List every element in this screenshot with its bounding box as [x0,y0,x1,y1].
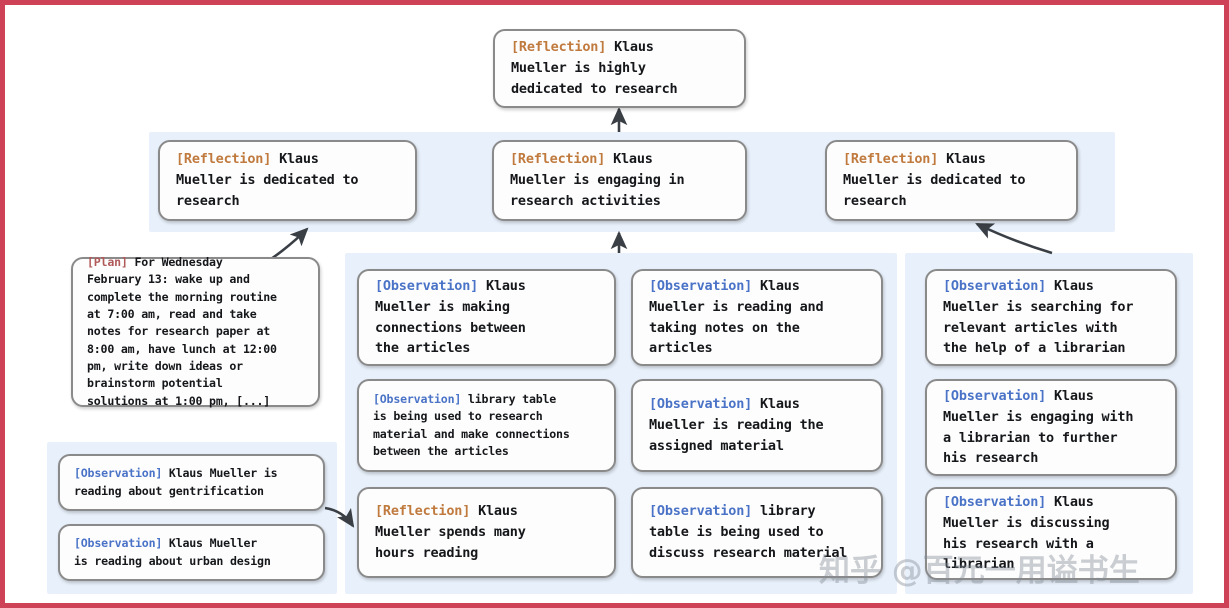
plan-node[interactable]: [Plan] For Wednesday February 13: wake u… [71,255,320,408]
column-1-node-2[interactable]: [Observation] library table is being use… [357,379,616,472]
root-reflection-text: [Reflection] Klaus Mueller is highly ded… [495,37,687,100]
left-observation-node-2[interactable]: [Observation] Klaus Mueller is reading a… [58,524,325,581]
observation-tag: [Observation] [74,536,163,551]
column-1-body-3: Klaus Mueller spends many hours reading [375,503,526,561]
observation-tag: [Observation] [375,277,479,294]
column-3-text-2: [Observation] Klaus Mueller is engaging … [927,386,1143,470]
column-1-body-1: Klaus Mueller is making connections betw… [375,277,526,357]
column-1-text-3: [Reflection] Klaus Mueller spends many h… [359,501,536,564]
column-1-text-2: [Observation] library table is being use… [359,391,580,461]
column-3-body-1: Klaus Mueller is searching for relevant … [943,277,1134,357]
observation-tag: [Observation] [943,387,1047,404]
observation-tag: [Observation] [649,277,753,294]
plan-text: [Plan] For Wednesday February 13: wake u… [73,254,287,411]
column-2-node-1[interactable]: [Observation] Klaus Mueller is reading a… [631,269,883,366]
left-observation-node-1[interactable]: [Observation] Klaus Mueller is reading a… [58,454,325,511]
left-observation-body-2: Klaus Mueller is reading about urban des… [74,536,271,568]
column-2-text-2: [Observation] Klaus Mueller is reading t… [633,394,833,457]
reflection-body-1: Klaus Mueller is dedicated to research [176,151,359,209]
column-1-text-1: [Observation] Klaus Mueller is making co… [359,276,536,360]
plan-tag: [Plan] [87,254,128,269]
column-2-text-1: [Observation] Klaus Mueller is reading a… [633,276,833,360]
column-2-node-3[interactable]: [Observation] library table is being use… [631,487,883,578]
column-3-body-2: Klaus Mueller is engaging with a librari… [943,387,1134,467]
observation-tag: [Observation] [943,493,1047,510]
observation-tag: [Observation] [649,396,753,413]
column-2-body-1: Klaus Mueller is reading and taking note… [649,277,824,357]
reflection-body-3: Klaus Mueller is dedicated to research [843,151,1026,209]
column-3-body-3: Klaus Mueller is discussing his research… [943,493,1110,573]
column-2-body-2: Klaus Mueller is reading the assigned ma… [649,396,824,454]
observation-tag: [Observation] [943,277,1047,294]
root-reflection-node[interactable]: [Reflection] Klaus Mueller is highly ded… [493,29,746,108]
left-observation-body-1: Klaus Mueller is reading about gentrific… [74,466,278,498]
reflection-tag: [Reflection] [510,151,606,168]
observation-tag: [Observation] [649,503,753,520]
plan-body: For Wednesday February 13: wake up and c… [87,254,277,408]
reflection-tag: [Reflection] [843,151,939,168]
column-1-body-2: library table is being used to research … [373,391,570,458]
root-reflection-body: Klaus Mueller is highly dedicated to res… [511,39,678,97]
column-3-text-3: [Observation] Klaus Mueller is discussin… [927,492,1119,576]
reflection-tag: [Reflection] [176,151,272,168]
column-3-node-1[interactable]: [Observation] Klaus Mueller is searching… [925,269,1177,366]
reflection-body-2: Klaus Mueller is engaging in research ac… [510,151,685,209]
reflection-node-2[interactable]: [Reflection] Klaus Mueller is engaging i… [492,140,747,221]
reflection-text-3: [Reflection] Klaus Mueller is dedicated … [827,149,1035,212]
observation-tag: [Observation] [74,466,163,481]
column-1-node-3[interactable]: [Reflection] Klaus Mueller spends many h… [357,487,616,578]
column-3-node-2[interactable]: [Observation] Klaus Mueller is engaging … [925,379,1177,476]
left-observation-text-1: [Observation] Klaus Mueller is reading a… [60,465,287,500]
reflection-tag: [Reflection] [511,39,607,56]
column-1-node-1[interactable]: [Observation] Klaus Mueller is making co… [357,269,616,366]
reflection-node-3[interactable]: [Reflection] Klaus Mueller is dedicated … [825,140,1078,221]
reflection-text-2: [Reflection] Klaus Mueller is engaging i… [494,149,694,212]
left-observation-text-2: [Observation] Klaus Mueller is reading a… [60,535,281,570]
reflection-tag: [Reflection] [375,503,471,520]
reflection-text-1: [Reflection] Klaus Mueller is dedicated … [160,149,368,212]
column-2-text-3: [Observation] library table is being use… [633,501,857,564]
reflection-node-1[interactable]: [Reflection] Klaus Mueller is dedicated … [158,140,417,221]
observation-tag: [Observation] [373,391,462,406]
column-3-text-1: [Observation] Klaus Mueller is searching… [927,276,1143,360]
column-3-node-3[interactable]: [Observation] Klaus Mueller is discussin… [925,487,1177,580]
column-2-node-2[interactable]: [Observation] Klaus Mueller is reading t… [631,379,883,472]
column-2-body-3: library table is being used to discuss r… [649,503,848,561]
